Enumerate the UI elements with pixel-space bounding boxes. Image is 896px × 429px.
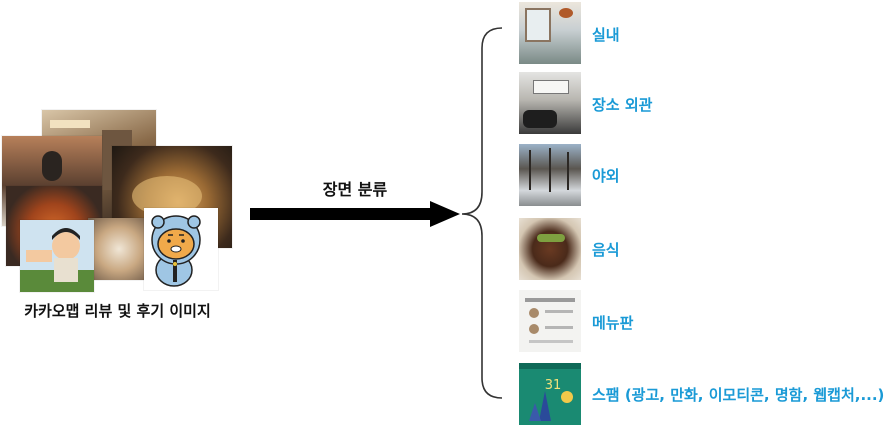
exterior-photo-icon <box>519 72 581 134</box>
source-caption: 카카오맵 리뷰 및 후기 이미지 <box>24 302 211 320</box>
category-label-outdoor: 야외 <box>592 167 620 185</box>
spam-photo-icon: 31 <box>519 363 581 425</box>
menu-board-photo-icon <box>519 290 581 352</box>
category-label-indoor: 실내 <box>592 26 620 44</box>
category-label-spam: 스팸 (광고, 만화, 이모티콘, 명함, 웹캡처,...) <box>592 386 885 404</box>
category-label-food: 음식 <box>592 241 620 259</box>
category-label-menu: 메뉴판 <box>592 314 634 332</box>
svg-text:31: 31 <box>545 378 562 393</box>
emoticon-character-image <box>144 208 218 290</box>
review-photo-stack <box>0 108 240 298</box>
food-photo-icon <box>519 218 581 280</box>
category-label-exterior: 장소 외관 <box>592 96 653 114</box>
right-arrow-icon <box>250 201 460 227</box>
curly-brace <box>461 27 503 399</box>
cartoon-image-photo <box>20 220 94 292</box>
scene-classification-label: 장면 분류 <box>322 180 388 199</box>
outdoor-photo-icon <box>519 144 581 206</box>
indoor-photo-icon <box>519 2 581 64</box>
soup-food-photo <box>88 218 150 280</box>
